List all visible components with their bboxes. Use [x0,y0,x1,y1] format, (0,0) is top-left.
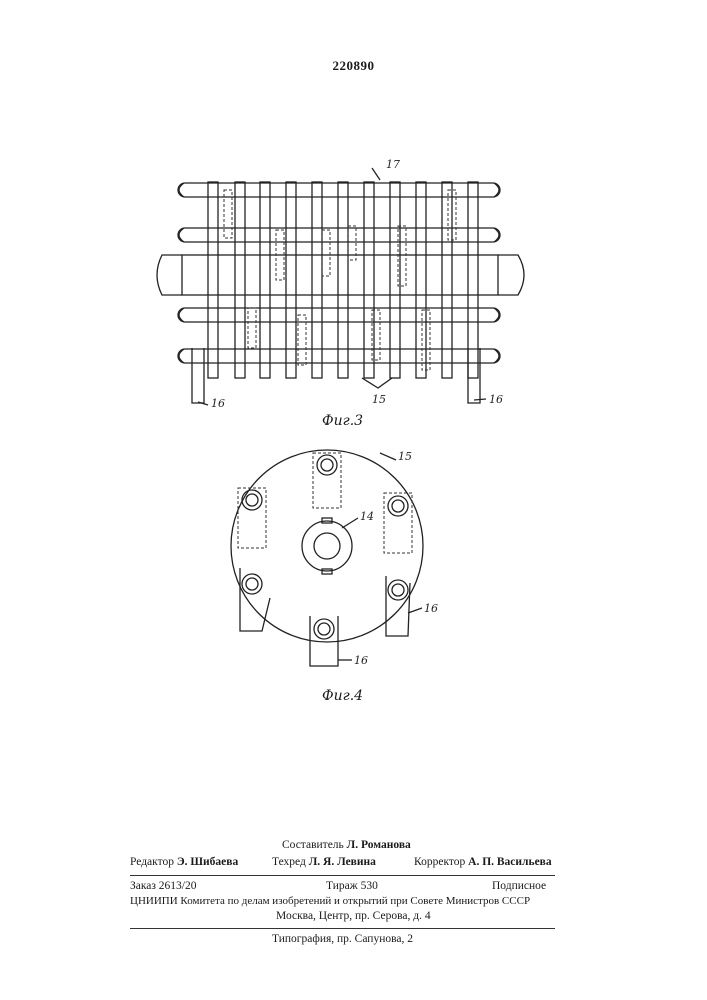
leader-16-right [474,399,486,400]
patent-number: 220890 [0,58,707,74]
editor-role: Редактор [130,856,174,868]
arm-left [192,348,204,403]
clip [398,226,406,286]
figure-4-drawing: 15 14 16 16 [210,438,460,673]
figure-3-caption: Фиг.3 [322,413,363,429]
techred-line: Техред Л. Я. Левина [272,856,376,868]
editor-line: Редактор Э. Шибаева [130,856,238,868]
compiler-name: Л. Романова [347,839,411,851]
address-line: Москва, Центр, пр. Серова, д. 4 [276,910,431,922]
clip [372,310,380,360]
shaft-left-end [157,255,182,295]
hub-inner [314,533,340,559]
leader-16-right [408,608,422,613]
rod-hole-inner [321,459,333,471]
leader-15 [380,453,396,460]
order-number: Заказ 2613/20 [130,880,197,892]
shaft [182,255,498,295]
callout-15: 15 [398,450,412,463]
leader-15 [362,378,392,388]
clip [322,230,330,276]
footer-rule-bottom [130,928,555,929]
callout-16-bottom: 16 [354,654,368,667]
subscription: Подписное [492,880,546,892]
corrector-role: Корректор [414,856,465,868]
leader-17 [372,168,380,180]
rod-end-caps [179,183,499,363]
footer-rule-top [130,875,555,876]
rod-hole [317,455,337,475]
rod-hole-inner [318,623,330,635]
circulation: Тираж 530 [326,880,378,892]
techred-role: Техред [272,856,306,868]
hidden-clips [224,190,456,370]
callout-15: 15 [372,393,386,406]
rod-hole-inner [392,500,404,512]
callout-16-right: 16 [489,393,503,406]
editor-name: Э. Шибаева [177,856,238,868]
techred-name: Л. Я. Левина [309,856,376,868]
compiler-line: Составитель Л. Романова [282,839,411,851]
rod-hole [242,574,262,594]
corrector-line: Корректор А. П. Васильева [414,856,552,868]
leader-14 [342,518,358,528]
figure-4-caption: Фиг.4 [322,688,363,704]
rod-hole-inner [392,584,404,596]
typography-line: Типография, пр. Сапунова, 2 [272,933,413,945]
disk [231,450,423,642]
rod-hole [388,496,408,516]
callout-16-left: 16 [211,397,225,410]
rod-hole [388,580,408,600]
callout-14: 14 [360,510,374,523]
callout-17: 17 [386,158,400,171]
compiler-role: Составитель [282,839,344,851]
shaft-right-end [498,255,524,295]
rod-hole-inner [246,578,258,590]
figure-3-drawing: 17 15 16 16 [140,150,560,415]
rod-hole [242,490,262,510]
hub-outer [302,521,352,571]
clip [248,308,256,348]
rod-hole [314,619,334,639]
rod-hole-inner [246,494,258,506]
callout-16-right: 16 [424,602,438,615]
corrector-name: А. П. Васильева [468,856,552,868]
institute-line: ЦНИИПИ Комитета по делам изобретений и о… [130,895,530,907]
